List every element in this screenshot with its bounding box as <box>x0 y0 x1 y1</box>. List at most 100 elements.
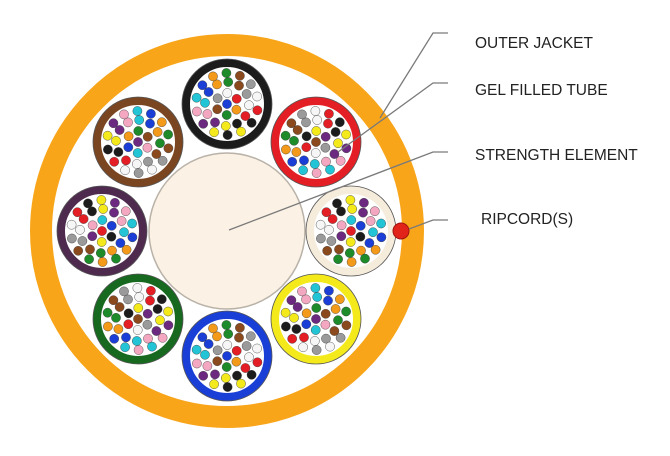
optical-fiber <box>72 207 83 217</box>
optical-fiber <box>110 197 120 208</box>
tube-outline-violet <box>56 185 148 277</box>
optical-fiber <box>66 219 77 230</box>
optical-fiber <box>358 207 368 218</box>
optical-fiber <box>121 244 132 255</box>
optical-fiber <box>311 314 321 324</box>
optical-fiber <box>280 130 291 141</box>
optical-fiber <box>123 294 133 305</box>
optical-fiber <box>376 218 386 229</box>
optical-fiber <box>323 118 333 129</box>
optical-fiber <box>221 110 232 120</box>
leader-outer-jacket <box>379 32 448 119</box>
optical-fiber <box>324 224 334 235</box>
optical-fiber <box>191 344 202 355</box>
optical-fiber <box>222 99 232 109</box>
optical-fiber <box>127 232 138 243</box>
optical-fiber <box>97 226 107 236</box>
optical-fiber <box>368 227 378 237</box>
optical-fiber <box>220 373 231 383</box>
optical-fiber <box>96 195 107 205</box>
optical-fiber <box>87 220 98 231</box>
optical-fiber <box>107 245 117 256</box>
tube-outline-brown <box>92 96 184 188</box>
optical-fiber <box>335 155 346 166</box>
optical-fiber <box>326 236 337 246</box>
optical-fiber <box>208 71 218 82</box>
optical-fiber <box>312 115 323 125</box>
optical-fiber <box>297 109 307 120</box>
optical-fiber <box>347 204 358 214</box>
optical-fiber <box>240 111 251 121</box>
optical-fiber <box>370 244 381 255</box>
optical-fiber <box>143 156 153 167</box>
strength-element-core <box>148 152 306 310</box>
optical-fiber <box>108 295 119 306</box>
optical-fiber <box>291 147 302 157</box>
optical-fiber <box>106 231 117 242</box>
optical-fiber <box>87 206 97 217</box>
optical-fiber <box>320 131 331 142</box>
optical-fiber <box>202 109 213 119</box>
optical-fiber <box>77 236 88 246</box>
optical-fiber <box>119 286 129 297</box>
optical-fiber <box>197 80 208 90</box>
tube-outline-red <box>270 96 362 188</box>
optical-fiber <box>106 220 117 231</box>
optical-fiber <box>133 345 144 355</box>
optical-fiber <box>212 356 223 367</box>
optical-fiber <box>222 130 233 140</box>
optical-fiber <box>145 295 155 306</box>
tube-outline-green <box>92 273 184 365</box>
optical-fiber <box>315 219 326 230</box>
optical-fiber <box>325 341 335 352</box>
optical-fiber <box>212 93 223 104</box>
optical-fiber <box>286 118 297 128</box>
optical-fiber <box>157 332 168 343</box>
optical-fiber <box>330 127 341 137</box>
tube-outline-yellow <box>270 273 362 365</box>
optical-fiber <box>221 68 232 78</box>
optical-fiber <box>102 307 113 318</box>
optical-fiber <box>252 343 262 354</box>
optical-fiber <box>297 286 307 297</box>
optical-fiber <box>235 71 245 81</box>
optical-fiber <box>147 341 157 352</box>
optical-fiber <box>200 98 210 108</box>
optical-fiber <box>310 325 321 335</box>
optical-fiber <box>121 155 131 166</box>
optical-fiber <box>114 125 125 135</box>
optical-fiber <box>203 339 214 349</box>
optical-fiber <box>332 198 342 209</box>
optical-fiber <box>232 370 242 381</box>
optical-fiber <box>132 325 143 335</box>
optical-fiber <box>286 295 297 306</box>
optical-fiber <box>209 127 219 137</box>
optical-fiber <box>111 312 121 323</box>
optical-fiber <box>356 245 366 256</box>
optical-fiber <box>212 331 222 342</box>
optical-fiber <box>157 155 168 166</box>
optical-fiber <box>234 80 244 91</box>
optical-fiber <box>156 117 167 127</box>
optical-fiber <box>287 333 298 344</box>
optical-fiber <box>301 142 312 152</box>
optical-fiber <box>333 254 343 265</box>
optical-fiber <box>311 168 322 178</box>
optical-fiber <box>210 369 220 380</box>
optical-fiber <box>222 382 233 392</box>
label-gel-filled-tube: GEL FILLED TUBE <box>475 82 608 99</box>
optical-fiber <box>78 214 89 224</box>
optical-fiber <box>246 369 257 380</box>
optical-fiber <box>142 131 153 142</box>
optical-fiber <box>87 231 98 241</box>
optical-fiber <box>198 119 208 129</box>
optical-fiber <box>155 138 165 148</box>
optical-fiber <box>292 125 303 135</box>
optical-fiber <box>333 138 343 148</box>
optical-fiber <box>311 345 322 355</box>
optical-fiber <box>97 215 108 225</box>
optical-fiber <box>108 118 119 128</box>
optical-fiber <box>132 283 143 293</box>
optical-fiber <box>109 207 119 218</box>
optical-fiber <box>301 308 312 319</box>
